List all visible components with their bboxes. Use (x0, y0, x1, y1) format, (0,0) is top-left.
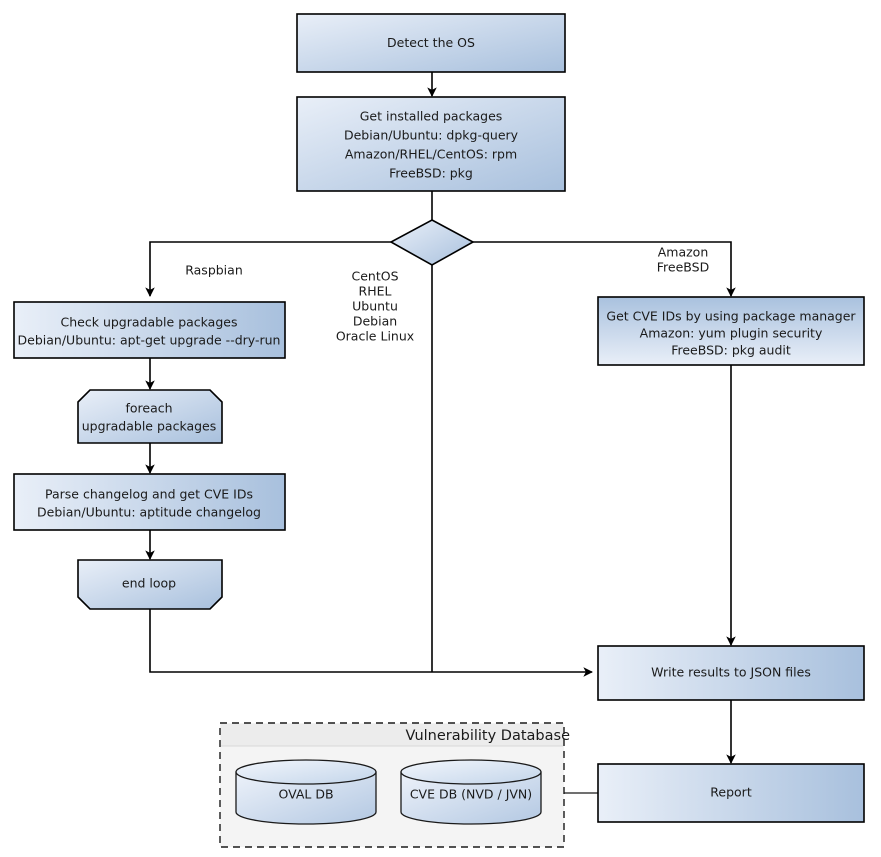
node-os-decision[interactable] (389, 219, 475, 266)
node-foreach-loop-start-line-0: foreach (125, 401, 172, 416)
node-get-cve-ids-line-2: FreeBSD: pkg audit (671, 343, 791, 358)
node-report-line-0: Report (710, 785, 752, 800)
vulnerability-database-group: Vulnerability Database OVAL DB CVE DB (N… (219, 722, 571, 848)
edge-label-center-1: RHEL (359, 284, 392, 299)
db-oval-db[interactable]: OVAL DB (235, 759, 377, 825)
edge-label-center-4: Oracle Linux (336, 329, 414, 344)
node-get-installed-packages-line-0: Get installed packages (360, 109, 503, 124)
node-get-installed-packages-line-1: Debian/Ubuntu: dpkg-query (344, 128, 519, 143)
node-get-cve-ids-line-1: Amazon: yum plugin security (640, 326, 823, 341)
node-check-upgradable-packages-line-0: Check upgradable packages (61, 315, 238, 330)
node-detect-os-line-0: Detect the OS (387, 35, 475, 50)
node-report[interactable]: Report (597, 763, 865, 823)
node-write-results-json-line-0: Write results to JSON files (651, 665, 811, 680)
node-check-upgradable-packages[interactable]: Check upgradable packages Debian/Ubuntu:… (13, 301, 286, 359)
node-get-installed-packages-line-3: FreeBSD: pkg (389, 166, 473, 181)
connector-endloop-to-write-results (149, 609, 593, 677)
node-get-cve-ids-line-0: Get CVE IDs by using package manager (606, 309, 856, 324)
edge-label-raspbian: Raspbian (185, 263, 243, 278)
node-get-installed-packages[interactable]: Get installed packages Debian/Ubuntu: dp… (296, 96, 566, 192)
edge-label-right-group: Amazon FreeBSD (657, 245, 709, 275)
node-detect-os[interactable]: Detect the OS (296, 13, 566, 73)
node-write-results-json[interactable]: Write results to JSON files (597, 645, 865, 701)
edge-label-center-3: Debian (353, 314, 397, 329)
node-foreach-loop-start-line-1: upgradable packages (82, 419, 217, 434)
connector-decision-right-amazon-freebsd (472, 241, 736, 297)
db-cve-db-label: CVE DB (NVD / JVN) (410, 787, 532, 802)
node-parse-changelog-line-1: Debian/Ubuntu: aptitude changelog (37, 505, 261, 520)
edge-label-center-group: CentOS RHEL Ubuntu Debian Oracle Linux (336, 269, 414, 344)
edge-label-center-0: CentOS (351, 269, 398, 284)
edge-label-center-2: Ubuntu (352, 299, 398, 314)
node-parse-changelog[interactable]: Parse changelog and get CVE IDs Debian/U… (13, 473, 286, 531)
connector-decision-left-raspbian (145, 241, 392, 297)
node-foreach-loop-start[interactable]: foreach upgradable packages (77, 389, 223, 444)
edge-label-right-1: FreeBSD (657, 260, 709, 275)
node-check-upgradable-packages-line-1: Debian/Ubuntu: apt-get upgrade --dry-run (18, 333, 281, 348)
node-end-loop[interactable]: end loop (77, 559, 223, 610)
node-get-installed-packages-line-2: Amazon/RHEL/CentOS: rpm (345, 147, 517, 162)
node-get-cve-ids-package-manager[interactable]: Get CVE IDs by using package manager Ama… (597, 296, 865, 366)
edge-label-right-0: Amazon (658, 245, 709, 260)
db-oval-db-label: OVAL DB (278, 787, 333, 802)
db-cve-db[interactable]: CVE DB (NVD / JVN) (400, 759, 542, 825)
node-parse-changelog-line-0: Parse changelog and get CVE IDs (45, 487, 253, 502)
vulnerability-database-title: Vulnerability Database (406, 728, 571, 744)
node-end-loop-line-0: end loop (122, 576, 176, 591)
